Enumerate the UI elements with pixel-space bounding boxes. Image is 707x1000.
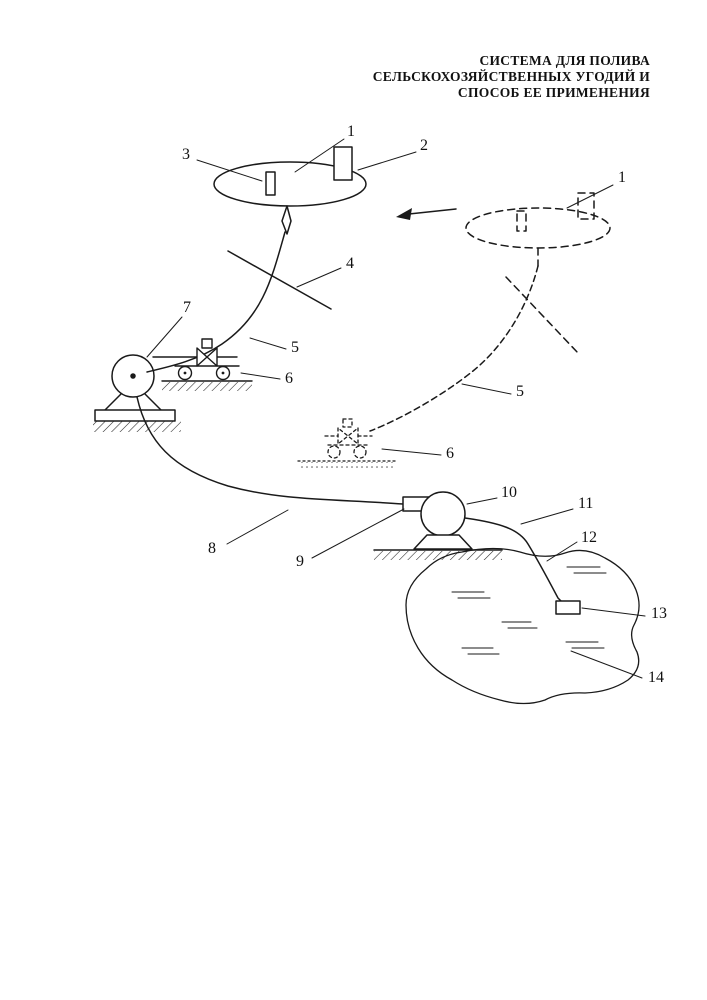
- title-line-3: СПОСОБ ЕЕ ПРИМЕНЕНИЯ: [458, 85, 650, 100]
- tether-line: [227, 250, 332, 310]
- label-cart-ghost: 6: [446, 445, 454, 462]
- balloon-solid: [213, 146, 367, 235]
- pump-body: [420, 491, 466, 537]
- label-device: 3: [182, 146, 190, 163]
- balloon-envelope: [213, 161, 367, 207]
- valve-left: [196, 347, 208, 367]
- label-suction-hose-upper: 11: [578, 495, 593, 512]
- valve-ghost-actuator: [342, 418, 353, 428]
- reference-labels: 1 2 3 4 5 6 7 8 9 10 11 12 13 14 1 5 6: [182, 123, 667, 686]
- label-balloon-ghost: 1: [618, 169, 626, 186]
- valve-ghost-left: [337, 427, 349, 445]
- arrowhead-icon: [396, 208, 412, 220]
- equipment-ghost-box: [577, 192, 595, 220]
- ground-hatch-cart: [162, 382, 252, 391]
- tether-ghost: [505, 276, 579, 354]
- equipment-2-box: [333, 146, 353, 181]
- label-balloon: 1: [347, 123, 355, 140]
- supply-pipe: [136, 396, 404, 505]
- suction-hose: [464, 517, 562, 602]
- label-pump-inlet: 9: [296, 553, 304, 570]
- cart-ghost-wheel-right: [353, 445, 367, 459]
- intake-strainer: [555, 600, 581, 615]
- title-line-2: СЕЛЬСКОХОЗЯЙСТВЕННЫХ УГОДИЙ И: [373, 69, 650, 84]
- pond: [405, 547, 640, 705]
- ground-hatch-winch: [93, 421, 181, 432]
- cart-ghost-wheel-left: [327, 445, 341, 459]
- winch-assembly: [93, 354, 181, 432]
- pond-outline: [405, 547, 640, 705]
- title-line-1: СИСТЕМА ДЛЯ ПОЛИВА: [479, 53, 650, 68]
- label-pipe: 8: [208, 540, 216, 557]
- hose-ghost: [369, 265, 539, 432]
- hose-solid: [146, 231, 286, 373]
- ground-dots-ghost-cart: [298, 462, 396, 471]
- valve-actuator: [201, 338, 213, 349]
- label-winch: 7: [183, 299, 191, 316]
- hose-attachment-node: [281, 205, 292, 235]
- label-equipment: 2: [420, 137, 428, 154]
- pump-base: [413, 534, 473, 550]
- cart-solid: [152, 338, 253, 391]
- valve-right: [206, 347, 218, 367]
- balloon-ghost-envelope: [465, 207, 611, 249]
- leader-lines: [146, 138, 646, 679]
- winch-axle: [130, 373, 136, 379]
- water-surface-marks: [451, 566, 607, 655]
- ground-hatch-pump: [374, 551, 502, 560]
- direction-arrow: [396, 208, 457, 220]
- label-pump: 10: [501, 484, 517, 501]
- label-intake: 13: [651, 605, 667, 622]
- cart-ghost: [297, 418, 397, 471]
- pump-assembly: [373, 491, 503, 560]
- valve-ghost-right: [347, 427, 359, 445]
- label-hose: 5: [291, 339, 299, 356]
- balloon-ghost: [369, 192, 611, 432]
- label-tether: 4: [346, 255, 354, 272]
- label-reservoir: 14: [648, 669, 664, 686]
- device-3-box: [265, 171, 276, 196]
- label-suction-hose-lower: 12: [581, 529, 597, 546]
- label-cart: 6: [285, 370, 293, 387]
- device-ghost-box: [516, 210, 527, 232]
- winch-base: [94, 409, 176, 422]
- label-hose-ghost: 5: [516, 383, 524, 400]
- winch-drum: [111, 354, 155, 398]
- title-block: СИСТЕМА ДЛЯ ПОЛИВА СЕЛЬСКОХОЗЯЙСТВЕННЫХ …: [373, 53, 650, 100]
